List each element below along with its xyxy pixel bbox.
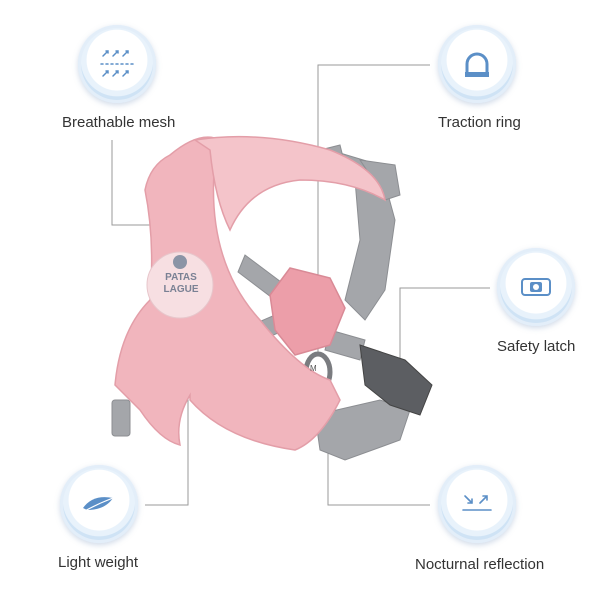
callout-line-traction (317, 64, 430, 355)
belly-strap (314, 399, 411, 461)
d-ring-icon (465, 52, 489, 77)
breathable-mesh-badge (78, 25, 156, 103)
reflection-icon (462, 495, 492, 511)
breathable-mesh-label: Breathable mesh (62, 114, 176, 131)
callout-line-latch (399, 287, 490, 360)
callout-line-reflection (327, 440, 430, 506)
brand-logo-text: PATAS LAGUE (152, 272, 210, 296)
safety-buckle (359, 344, 433, 416)
brand-line-2: LAGUE (163, 284, 199, 295)
callout-line-mesh (111, 140, 165, 226)
brand-badge (146, 251, 214, 319)
buckle-icon (521, 278, 551, 296)
chest-pad (269, 267, 346, 356)
light-weight-badge (60, 465, 138, 543)
size-tag: M (310, 364, 317, 373)
mesh-arrows-icon (100, 50, 134, 77)
traction-ring-label: Traction ring (438, 114, 521, 131)
nocturnal-reflection-badge (438, 465, 516, 543)
safety-latch-label: Safety latch (497, 338, 576, 355)
feather-icon (82, 497, 114, 513)
light-weight-label: Light weight (58, 554, 139, 571)
left-slider (111, 399, 131, 437)
nocturnal-reflection-label: Nocturnal reflection (415, 556, 545, 573)
safety-latch-badge (497, 248, 575, 326)
brand-line-1: PATAS (165, 272, 197, 283)
brand-badge-mark (173, 255, 187, 269)
traction-ring-badge (438, 25, 516, 103)
harness-back-panel (192, 135, 387, 232)
callout-line-weight (145, 370, 189, 506)
